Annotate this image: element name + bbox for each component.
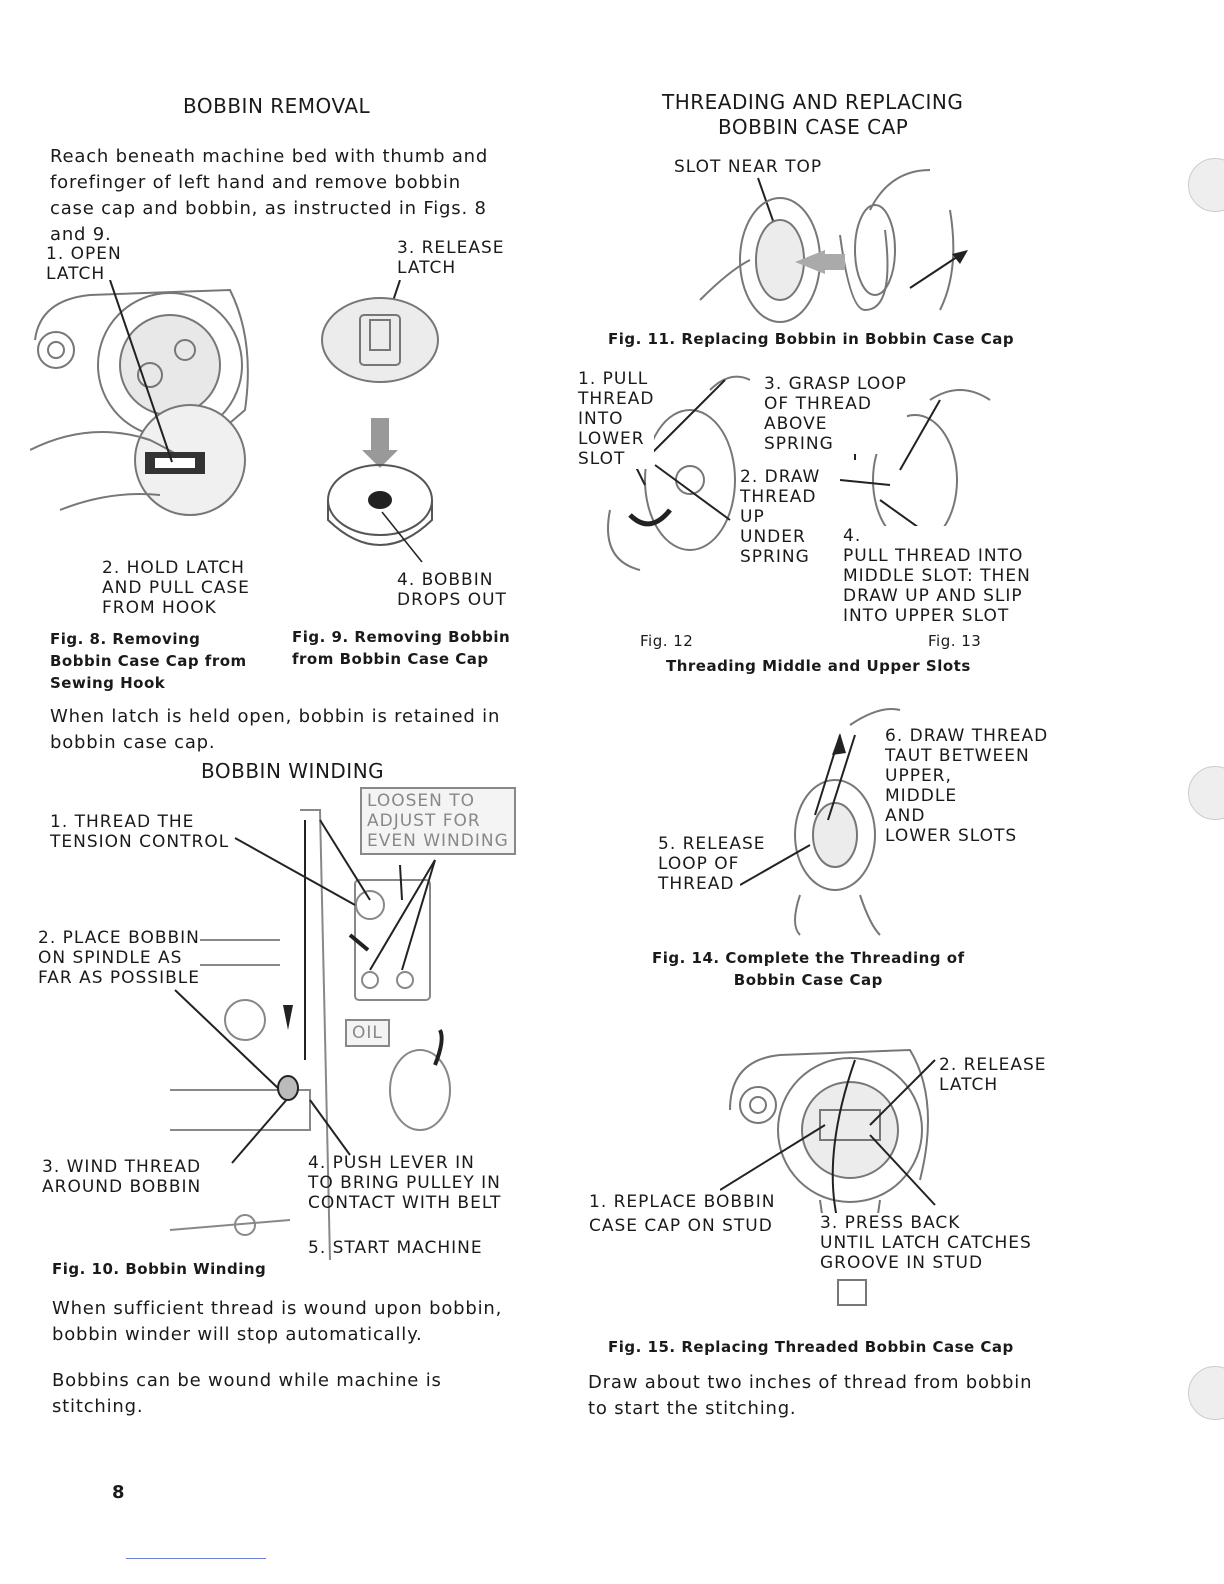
loosen-box: LOOSEN TO ADJUST FOR EVEN WINDING — [360, 787, 516, 855]
draw-thread-label: 2. DRAW THREAD UP UNDER SPRING — [740, 467, 820, 567]
start-machine-label: 5. START MACHINE — [308, 1238, 483, 1258]
fig15-illustration — [720, 1040, 960, 1320]
draw-taut-label: 6. DRAW THREAD TAUT BETWEEN UPPER, MIDDL… — [885, 726, 1048, 846]
fig14-caption: Fig. 14. Complete the Threading of Bobbi… — [652, 947, 965, 991]
threading-heading-line-2: BOBBIN CASE CAP — [718, 115, 908, 139]
winding-para-2: Bobbins can be wound while machine is st… — [52, 1368, 522, 1420]
threading-heading-line-1: THREADING AND REPLACING — [662, 90, 963, 114]
pull-thread-label: 1. PULL THREAD INTO LOWER SLOT — [578, 369, 654, 469]
open-latch-label: 1. OPEN LATCH — [46, 244, 122, 284]
bobbin-winding-heading: BOBBIN WINDING — [201, 759, 384, 783]
punch-hole — [1188, 766, 1224, 820]
latch-note: When latch is held open, bobbin is retai… — [50, 704, 520, 756]
hold-latch-label: 2. HOLD LATCH AND PULL CASE FROM HOOK — [102, 558, 250, 618]
oil-box: OIL — [345, 1019, 390, 1047]
winding-para-1: When sufficient thread is wound upon bob… — [52, 1296, 522, 1348]
scan-line — [126, 1558, 266, 1559]
fig11-caption: Fig. 11. Replacing Bobbin in Bobbin Case… — [608, 328, 1014, 350]
fig15-release-latch-label: 2. RELEASE LATCH — [939, 1055, 1047, 1095]
push-lever-label: 4. PUSH LEVER IN TO BRING PULLEY IN CONT… — [308, 1153, 501, 1213]
fig10-caption: Fig. 10. Bobbin Winding — [52, 1258, 266, 1280]
fig12-label: Fig. 12 — [640, 630, 693, 652]
bobbin-removal-intro: Reach beneath machine bed with thumb and… — [50, 144, 510, 248]
page-number: 8 — [112, 1482, 125, 1503]
pull-middle-label: 4. PULL THREAD INTO MIDDLE SLOT: THEN DR… — [843, 526, 1031, 626]
thread-tension-label: 1. THREAD THE TENSION CONTROL — [50, 812, 229, 852]
release-loop-label: 5. RELEASE LOOP OF THREAD — [658, 834, 766, 894]
bobbin-removal-heading: BOBBIN REMOVAL — [183, 94, 370, 118]
punch-hole — [1188, 158, 1224, 212]
fig9-illustration — [310, 280, 450, 580]
release-latch-label: 3. RELEASE LATCH — [397, 238, 505, 278]
fig15-caption: Fig. 15. Replacing Threaded Bobbin Case … — [608, 1336, 1014, 1358]
grasp-loop-label: 3. GRASP LOOP OF THREAD ABOVE SPRING — [764, 374, 907, 454]
fig11-illustration — [670, 150, 990, 330]
bobbin-drops-label: 4. BOBBIN DROPS OUT — [397, 570, 507, 610]
final-note: Draw about two inches of thread from bob… — [588, 1370, 1058, 1422]
punch-hole — [1188, 1366, 1224, 1420]
fig13-label: Fig. 13 — [928, 630, 981, 652]
replace-cap-label: 1. REPLACE BOBBIN CASE CAP ON STUD — [589, 1190, 775, 1238]
place-bobbin-label: 2. PLACE BOBBIN ON SPINDLE AS FAR AS POS… — [38, 928, 200, 988]
wind-thread-label: 3. WIND THREAD AROUND BOBBIN — [42, 1157, 201, 1197]
fig8-caption: Fig. 8. Removing Bobbin Case Cap from Se… — [50, 628, 247, 694]
fig9-caption: Fig. 9. Removing Bobbin from Bobbin Case… — [292, 626, 510, 670]
press-back-label: 3. PRESS BACK UNTIL LATCH CATCHES GROOVE… — [820, 1213, 1032, 1273]
fig12-13-caption: Threading Middle and Upper Slots — [666, 655, 971, 677]
fig8-illustration — [30, 280, 260, 540]
